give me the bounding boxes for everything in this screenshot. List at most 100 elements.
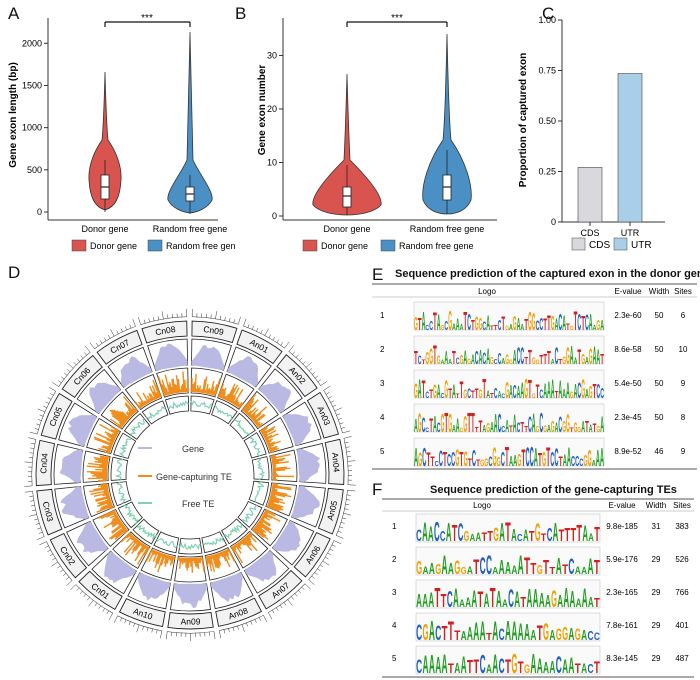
e-logo-letter: T [479, 418, 483, 436]
e-logo-letter: G [418, 407, 422, 438]
d-gene-capturing-te-bar [269, 496, 284, 501]
d-gene-capturing-te-bar [113, 409, 128, 422]
d-gene-capturing-te-bar [173, 556, 176, 560]
d-gene-capturing-te-bar [106, 449, 111, 452]
e-logo-letter: A [501, 357, 505, 366]
bar-chart-captured-exon: Proportion of captured exon 00.250.500.7… [518, 15, 665, 251]
d-gene-capturing-te-bar [265, 438, 273, 443]
d-gene-capturing-te-bar [103, 488, 109, 492]
d-gene-capturing-te-bar [245, 535, 252, 543]
e-logo-letter: G [464, 448, 468, 471]
panel-letter-a: A [8, 4, 20, 23]
d-gene-capturing-te-bar [194, 373, 197, 393]
d-gene-capturing-te-bar [97, 460, 109, 464]
d-gene-capturing-te-bar [93, 492, 110, 497]
d-chrom-box-an03 [306, 391, 340, 439]
d-gene-capturing-te-bar [95, 432, 115, 443]
d-gene-capturing-te-bar [106, 511, 117, 518]
d-gene-capturing-te-bar [260, 425, 269, 432]
e-logo-letter: T [546, 441, 550, 472]
d-legend-gene-capturing-te: Gene-capturing TE [156, 472, 232, 482]
d-gene-capturing-te-bar [202, 379, 206, 394]
d-gene-capturing-te-bar [217, 383, 225, 398]
d-gene-capturing-te-bar [244, 404, 253, 414]
d-gene-capturing-te-bar [208, 555, 212, 565]
f-logo-letter: A [476, 530, 482, 544]
f-logo-letter: A [505, 559, 511, 578]
d-gene-capturing-te-bar [136, 392, 146, 406]
c-ytick-1: 0.25 [538, 167, 556, 177]
b-legend-label-random: Random free gene [399, 241, 474, 251]
f-row-num: 3 [392, 588, 397, 597]
d-gene-track [210, 572, 243, 603]
e-logo-letter: G [551, 419, 555, 436]
d-gene-capturing-te-bar [261, 425, 276, 435]
d-gene-capturing-te-bar [203, 376, 208, 394]
e-logo-letter: G [596, 425, 600, 434]
f-logo-letter: T [541, 532, 547, 544]
e-logo-letter: G [425, 348, 429, 368]
d-gene-capturing-te-bar [136, 543, 145, 555]
e-logo-letter: T [468, 457, 472, 469]
e-logo-letter: A [513, 453, 517, 470]
f-logo-letter: A [496, 586, 502, 612]
d-gene-capturing-te-bar [105, 451, 111, 454]
d-gene-capturing-te-bar [110, 526, 127, 540]
e-logo-letter: T [429, 416, 433, 437]
e-logo-letter: T [471, 407, 475, 438]
e-logo-letter: T [490, 325, 494, 332]
f-logo-letter: G [551, 586, 557, 612]
d-gene-capturing-te-bar [271, 491, 292, 498]
d-gene-track [227, 356, 259, 387]
d-gene-capturing-te-bar [194, 557, 197, 567]
d-gene-capturing-te-bar [134, 541, 143, 552]
d-gene-capturing-te-bar [231, 396, 237, 404]
e-logo-letter: G [497, 454, 501, 469]
d-gene-capturing-te-bar [254, 414, 266, 424]
e-logo-letter: G [460, 352, 464, 367]
e-logo-letter: G [589, 382, 593, 402]
d-gene-capturing-te-bar [140, 542, 143, 546]
e-logo-1 [413, 301, 605, 331]
d-gene-capturing-te-bar [152, 379, 161, 398]
e-logo-letter: G [441, 410, 445, 438]
e-logo-letter: C [558, 412, 562, 437]
d-gene-capturing-te-bar [90, 490, 109, 495]
f-logo-letter: T [505, 657, 511, 678]
d-gene-capturing-te-bar [227, 387, 235, 402]
f-logo-letter: A [423, 651, 429, 679]
d-gene-capturing-te-bar [89, 487, 109, 493]
f-logo-letter: A [587, 554, 593, 579]
e-logo-letter: C [579, 457, 583, 469]
d-gene-capturing-te-bar [241, 539, 247, 546]
d-gene-capturing-te-bar [130, 536, 136, 541]
d-gene-capturing-te-bar [144, 400, 148, 405]
e-logo-letter: A [555, 420, 559, 435]
d-gene-capturing-te-bar [149, 393, 155, 401]
e-logo-letter: A [574, 356, 578, 367]
d-gene-capturing-te-bar [201, 389, 203, 393]
d-gene-capturing-te-bar [129, 533, 133, 538]
d-gene-capturing-te-bar [114, 514, 118, 518]
d-gene-capturing-te-bar [255, 421, 261, 426]
f-logo-letter: T [543, 556, 549, 579]
f-logo-letter: T [529, 528, 535, 545]
e-logo-letter: C [555, 343, 559, 370]
f-logo-letter: A [576, 596, 582, 610]
b-xtick-donor: Donor gene [323, 224, 370, 234]
f-logo-letter: G [493, 525, 499, 546]
e-logo-letter: C [517, 420, 521, 435]
panel-letter-f: F [372, 480, 383, 499]
d-gene-capturing-te-bar [268, 446, 272, 449]
d-gene-capturing-te-bar [232, 545, 237, 551]
d-gene-track [76, 521, 109, 554]
e-logo-letter: G [414, 313, 418, 334]
e-logo-letter: T [524, 356, 528, 367]
d-gene-capturing-te-bar [110, 513, 118, 519]
c-ytick-0: 0 [551, 217, 556, 227]
a-ytick-2: 1000 [22, 123, 42, 133]
e-logo-letter: T [538, 449, 542, 470]
d-gene-capturing-te-bar [267, 502, 282, 509]
e-logo-letter: A [585, 356, 589, 367]
d-gene-capturing-te-bar [130, 535, 135, 540]
